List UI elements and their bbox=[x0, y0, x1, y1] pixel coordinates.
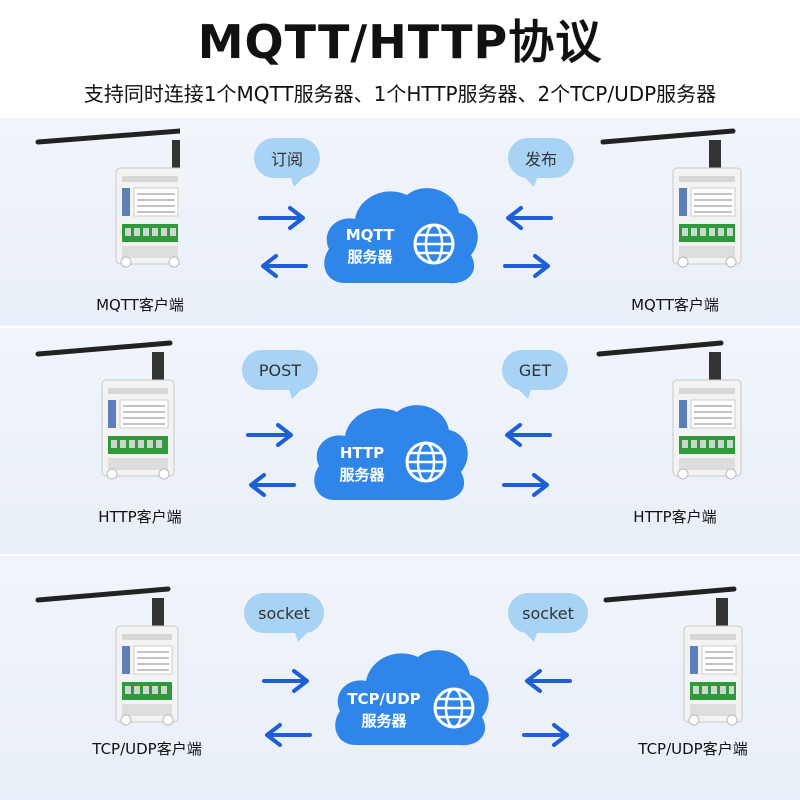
mqtt-left-device bbox=[35, 128, 180, 268]
page-title: MQTT/HTTP协议 bbox=[197, 15, 603, 69]
arrow-left-icon bbox=[506, 206, 553, 230]
http-post-bubble: POST bbox=[242, 350, 318, 399]
arrow-left-icon bbox=[249, 473, 296, 497]
server-suffix: 服务器 bbox=[361, 712, 407, 730]
http-server-cloud-icon bbox=[314, 405, 468, 501]
antenna-icon bbox=[35, 340, 173, 357]
antenna-icon bbox=[35, 128, 180, 145]
arrow-right-icon bbox=[246, 423, 293, 447]
arrow-left-icon bbox=[265, 723, 312, 747]
http-get-bubble: GET bbox=[502, 350, 568, 399]
globe-icon bbox=[413, 223, 455, 265]
globe-icon bbox=[405, 441, 447, 483]
arrow-right-icon bbox=[262, 669, 309, 693]
tcp-right-socket-bubble: socket bbox=[508, 593, 588, 642]
server-suffix: 服务器 bbox=[347, 248, 393, 266]
tcp-left-device bbox=[35, 586, 179, 726]
mqtt-publish-bubble: 发布 bbox=[508, 138, 574, 187]
bubble-text: 发布 bbox=[524, 150, 557, 169]
page-subtitle: 支持同时连接1个MQTT服务器、1个HTTP服务器、2个TCP/UDP服务器 bbox=[83, 82, 717, 106]
bubble-text: socket bbox=[522, 603, 574, 623]
antenna-icon bbox=[596, 340, 724, 357]
server-name: HTTP bbox=[339, 444, 385, 462]
http-server-label: HTTP 服务器 bbox=[322, 442, 402, 486]
arrow-right-icon bbox=[258, 206, 305, 230]
section-divider bbox=[0, 326, 800, 328]
arrow-left-icon bbox=[261, 254, 308, 278]
http-right-device bbox=[596, 340, 742, 480]
antenna-icon bbox=[603, 586, 737, 603]
globe-icon bbox=[433, 687, 475, 729]
bubble-text: POST bbox=[258, 360, 302, 380]
arrow-right-icon bbox=[503, 254, 550, 278]
mqtt-left-client-label: MQTT客户端 bbox=[96, 296, 184, 314]
bubble-text: GET bbox=[518, 360, 552, 380]
tcp-udp-server-label: TCP/UDP 服务器 bbox=[340, 688, 428, 732]
bubble-text: 订阅 bbox=[270, 150, 303, 169]
mqtt-right-client-label: MQTT客户端 bbox=[631, 296, 719, 314]
mqtt-right-device bbox=[600, 128, 742, 268]
tcp-right-device bbox=[603, 586, 743, 726]
http-right-client-label: HTTP客户端 bbox=[633, 508, 717, 526]
tcp-left-client-label: TCP/UDP客户端 bbox=[92, 740, 202, 758]
mqtt-subscribe-bubble: 订阅 bbox=[254, 138, 320, 187]
server-suffix: 服务器 bbox=[339, 466, 385, 484]
mqtt-server-label: MQTT 服务器 bbox=[330, 224, 410, 268]
tcp-udp-server-cloud-icon bbox=[335, 650, 489, 746]
section-divider bbox=[0, 554, 800, 556]
http-left-client-label: HTTP客户端 bbox=[98, 508, 182, 526]
http-left-device bbox=[35, 340, 175, 480]
arrow-left-icon bbox=[525, 669, 572, 693]
server-name: TCP/UDP bbox=[347, 690, 421, 708]
antenna-icon bbox=[35, 586, 171, 603]
bubble-text: socket bbox=[258, 603, 310, 623]
server-name: MQTT bbox=[345, 226, 395, 244]
antenna-icon bbox=[600, 128, 736, 145]
arrow-right-icon bbox=[522, 723, 569, 747]
tcp-left-socket-bubble: socket bbox=[244, 593, 324, 642]
tcp-right-client-label: TCP/UDP客户端 bbox=[638, 740, 748, 758]
arrow-right-icon bbox=[502, 473, 549, 497]
arrow-left-icon bbox=[505, 423, 552, 447]
